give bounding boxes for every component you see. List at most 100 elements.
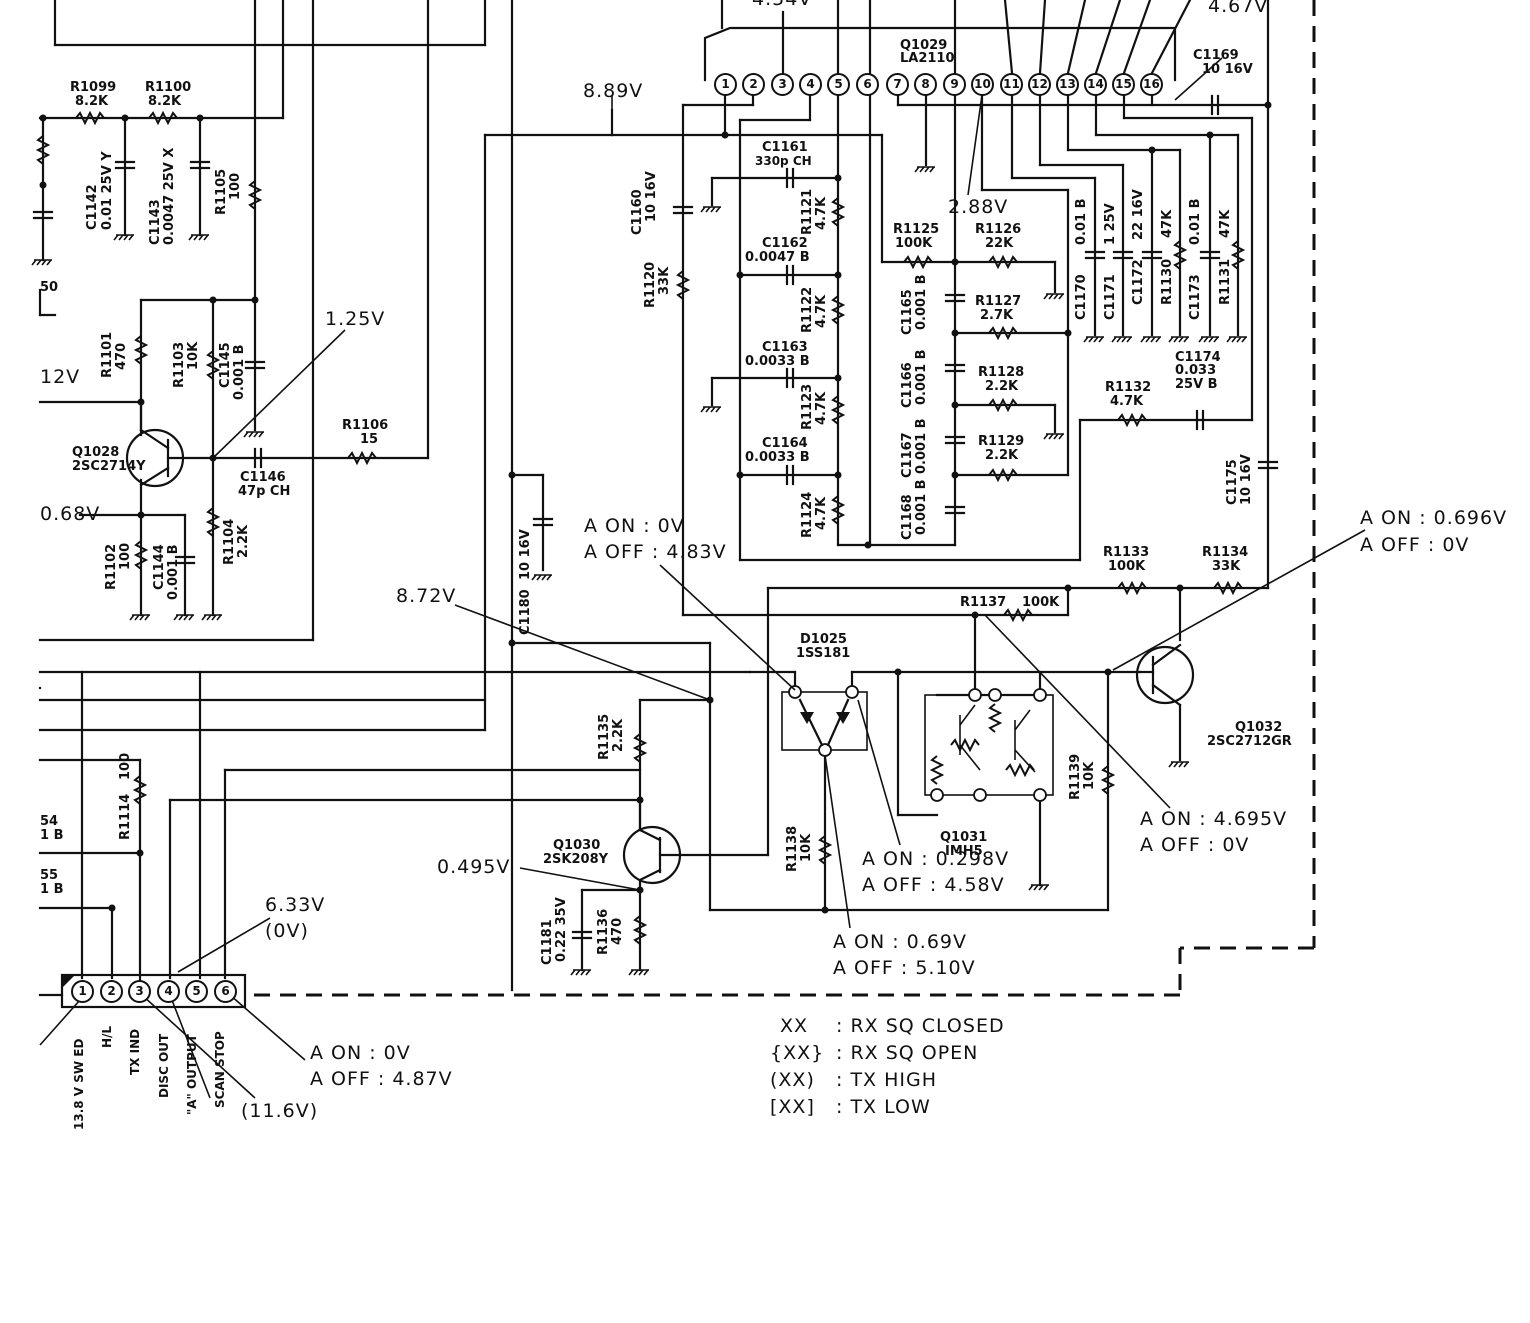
c1146-val: 47p CH	[238, 484, 291, 499]
r1139-val: 10K	[1082, 761, 1097, 790]
conn-pin-1: 1	[71, 980, 94, 1003]
a5-off: A OFF : 5.10V	[833, 957, 976, 979]
r1114-val: 100	[118, 752, 133, 780]
ic-part: LA2110	[900, 51, 955, 66]
volt-889: 8.89V	[583, 80, 644, 102]
q1031-dual-transistor	[924, 688, 1054, 802]
c1146-ref: C1146	[240, 470, 286, 485]
r1127-val: 2.7K	[980, 308, 1014, 323]
conn-pin-2: 2	[100, 980, 123, 1003]
legend-sym: (XX)	[770, 1069, 815, 1091]
c1175-ref: C1175	[1225, 459, 1240, 505]
r1103-val: 10K	[186, 341, 201, 370]
volt-top-right: 4.67V	[1208, 0, 1269, 17]
partial-54: 54	[40, 814, 59, 829]
q1030-ref: Q1030	[553, 838, 601, 853]
legend-desc: : TX LOW	[836, 1096, 931, 1118]
r1132-val: 4.7K	[1110, 394, 1144, 409]
c1172-val: 22 16V	[1131, 189, 1146, 240]
conn-pin-6: 6	[214, 980, 237, 1003]
r1138-ref: R1138	[785, 825, 800, 872]
r1100-val: 8.2K	[148, 94, 182, 109]
ic-wiring	[610, 0, 1270, 857]
q1032-part: 2SC2712GR	[1207, 734, 1292, 749]
c1167-ref: C1167	[900, 432, 915, 478]
r1123-ref: R1123	[800, 383, 815, 430]
q1032-ref: Q1032	[1235, 720, 1283, 735]
volt-12: 12V	[40, 366, 81, 388]
pointer-lines	[39, 57, 1366, 1099]
c1145-val: 0.001 B	[232, 344, 247, 400]
ic-pin-6: 6	[856, 73, 879, 96]
r1130-val: 47K	[1160, 209, 1175, 238]
r1133-val: 100K	[1108, 559, 1146, 574]
r1128-val: 2.2K	[985, 379, 1019, 394]
a1-off: A OFF : 4.83V	[584, 541, 727, 563]
q1031-part: IMH5	[945, 844, 983, 859]
a6-on: A ON : 0V	[310, 1042, 411, 1064]
r1114-ref: R1114	[118, 793, 133, 840]
c1174-ref: C1174	[1175, 350, 1221, 365]
ic-q1029-body	[703, 0, 1192, 82]
junction-dots-lower	[821, 668, 1112, 914]
r1134-ref: R1134	[1202, 545, 1249, 560]
r1104-val: 2.2K	[236, 524, 251, 558]
q1032-transistor	[1135, 643, 1195, 707]
c1163-ref: C1163	[762, 340, 808, 355]
volt-872: 8.72V	[396, 585, 457, 607]
volt-068: 0.68V	[40, 503, 101, 525]
lower-wires	[580, 670, 1182, 972]
ic-pin-12: 12	[1028, 73, 1051, 96]
c1181-val: 0.22 35V	[554, 897, 569, 962]
r1130-ref: R1130	[1160, 258, 1175, 305]
volt-116: (11.6V)	[241, 1100, 319, 1122]
c1144-ref: C1144	[152, 544, 167, 590]
c1160-val: 10 16V	[644, 171, 659, 222]
ic-pin-9: 9	[943, 73, 966, 96]
legend-desc: : TX HIGH	[836, 1069, 938, 1091]
r1106-ref: R1106	[342, 418, 389, 433]
c1161-val: 330p CH	[755, 154, 812, 168]
r1105-val: 100	[228, 172, 243, 200]
c1162-val: 0.0047 B	[745, 250, 810, 265]
volt-633b: (0V)	[265, 920, 309, 942]
r1129-val: 2.2K	[985, 448, 1019, 463]
r1132-ref: R1132	[1105, 380, 1152, 395]
c1162-ref: C1162	[762, 236, 808, 251]
c1173-val: 0.01 B	[1188, 198, 1203, 245]
c1145-ref: C1145	[218, 342, 233, 388]
conn-label-5: "A" OUTPUT	[185, 1034, 199, 1115]
c1143-ref: C1143	[148, 199, 163, 245]
q1031-ref: Q1031	[940, 830, 988, 845]
junction-dots-left	[39, 114, 714, 912]
ic-pin-13: 13	[1056, 73, 1079, 96]
r1135-val: 2.2K	[611, 718, 626, 752]
c1161-ref: C1161	[762, 140, 808, 155]
r1122-ref: R1122	[800, 286, 815, 333]
volt-0495: 0.495V	[437, 856, 511, 878]
legend-desc: : RX SQ CLOSED	[836, 1015, 1005, 1037]
a5-on: A ON : 0.69V	[833, 931, 967, 953]
c1163-val: 0.0033 B	[745, 354, 810, 369]
c1164-ref: C1164	[762, 436, 808, 451]
c1181-ref: C1181	[540, 919, 555, 965]
c1175-val: 10 16V	[1239, 454, 1254, 505]
legend-sym: {XX}	[770, 1042, 825, 1064]
conn-label-1: 13.8 V SW ED	[72, 1038, 86, 1130]
partial-55: 55	[40, 868, 59, 883]
volt-633: 6.33V	[265, 894, 326, 916]
d1025-diode-pair	[781, 685, 868, 757]
c1165-val: 0.001 B	[914, 274, 929, 330]
c1180-ref: C1180	[518, 589, 533, 635]
r1101-ref: R1101	[100, 331, 115, 378]
r1121-ref: R1121	[800, 188, 815, 235]
r1126-ref: R1126	[975, 222, 1022, 237]
r1099-ref: R1099	[70, 80, 117, 95]
ic-pin-16: 16	[1140, 73, 1163, 96]
a4-on: A ON : 0.298V	[862, 848, 1010, 870]
r1133-ref: R1133	[1103, 545, 1150, 560]
c1174-val: 0.033 25V B	[1175, 363, 1218, 392]
ic-pin-7: 7	[886, 73, 909, 96]
a6-off: A OFF : 4.87V	[310, 1068, 453, 1090]
